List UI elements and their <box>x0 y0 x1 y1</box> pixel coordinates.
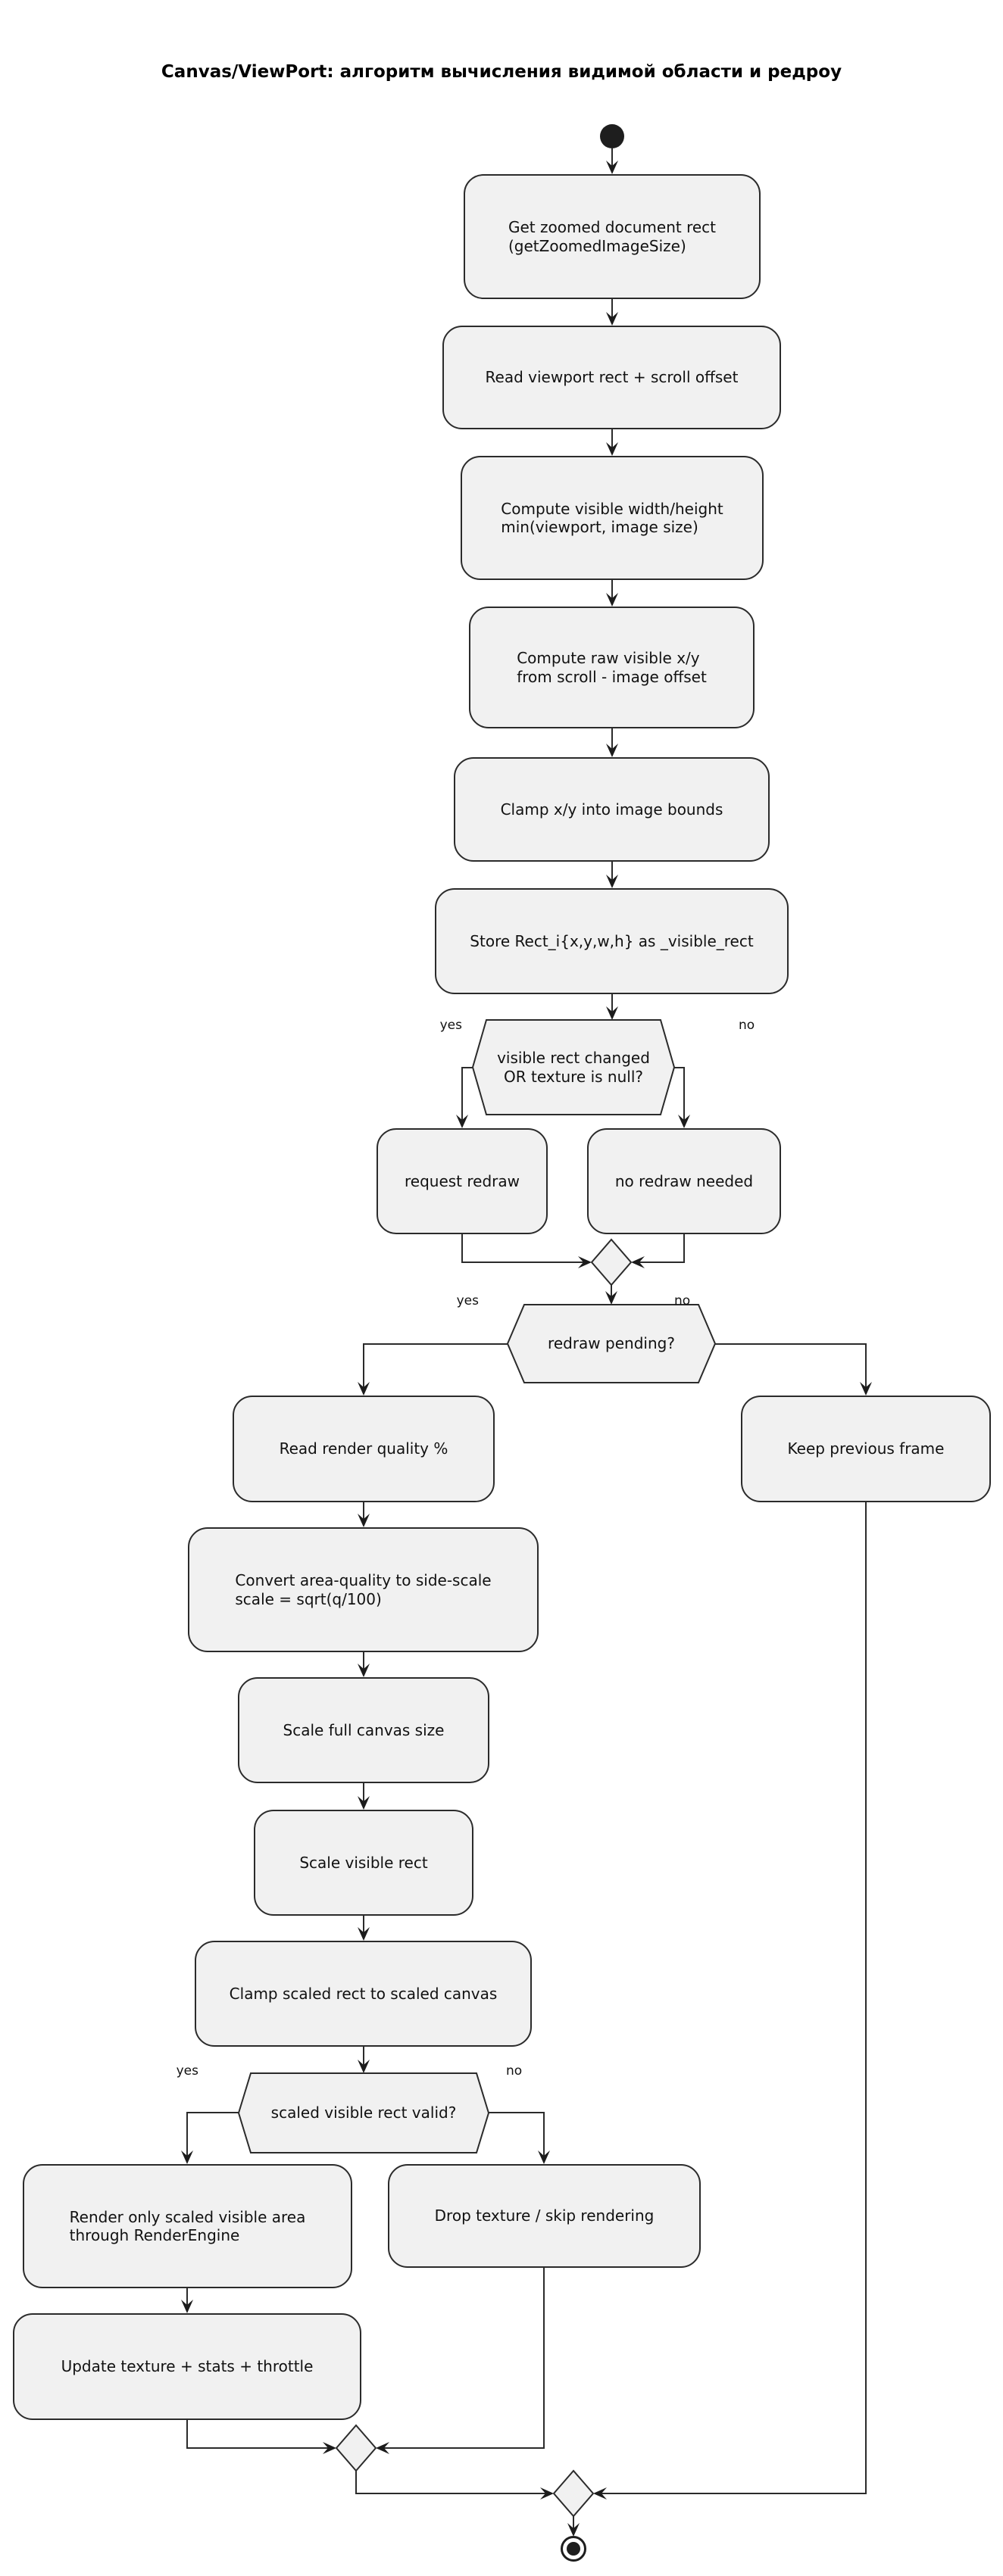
activity-no-redraw-label: no redraw needed <box>614 1171 754 1190</box>
decision-rect-changed-label: visible rect changed OR texture is null? <box>497 1049 650 1086</box>
activity-read-viewport: Read viewport rect + scroll offset <box>442 326 781 429</box>
activity-convert-quality-label: Convert area-quality to side-scale scale… <box>235 1571 492 1608</box>
activity-render-visible-label: Render only scaled visible area through … <box>69 2207 306 2244</box>
activity-compute-raw-xy: Compute raw visible x/y from scroll - im… <box>469 607 755 728</box>
branch-label-yes-rect-changed: yes <box>439 1018 462 1033</box>
activity-scale-visible: Scale visible rect <box>254 1810 473 1916</box>
activity-drop-texture-label: Drop texture / skip rendering <box>434 2206 655 2225</box>
decision-scaled-valid: scaled visible rect valid? <box>239 2073 489 2153</box>
activity-update-texture: Update texture + stats + throttle <box>13 2313 361 2420</box>
activity-clamp-scaled-label: Clamp scaled rect to scaled canvas <box>229 1984 498 2003</box>
activity-clamp-xy-label: Clamp x/y into image bounds <box>500 800 723 819</box>
activity-render-visible: Render only scaled visible area through … <box>23 2164 352 2288</box>
decision-rect-changed: visible rect changed OR texture is null? <box>473 1020 674 1115</box>
activity-convert-quality: Convert area-quality to side-scale scale… <box>188 1527 539 1652</box>
activity-get-zoomed-rect: Get zoomed document rect (getZoomedImage… <box>464 174 761 299</box>
activity-compute-visible-wh-label: Compute visible width/height min(viewpor… <box>501 499 723 536</box>
activity-compute-raw-xy-label: Compute raw visible x/y from scroll - im… <box>517 649 707 686</box>
activity-read-viewport-label: Read viewport rect + scroll offset <box>485 368 739 387</box>
decision-redraw-pending: redraw pending? <box>508 1305 715 1383</box>
start-node <box>600 124 624 148</box>
page-title: Canvas/ViewPort: алгоритм вычисления вид… <box>161 62 842 82</box>
activity-clamp-xy: Clamp x/y into image bounds <box>454 757 770 862</box>
branch-label-no-rect-changed: no <box>739 1018 755 1033</box>
activity-drop-texture: Drop texture / skip rendering <box>388 2164 701 2268</box>
merge-diamond-redraw <box>590 1238 633 1286</box>
activity-read-quality-label: Read render quality % <box>279 1439 448 1458</box>
decision-scaled-valid-label: scaled visible rect valid? <box>270 2104 457 2122</box>
activity-read-quality: Read render quality % <box>233 1396 495 1502</box>
branch-label-yes-redraw-pending: yes <box>456 1293 479 1308</box>
decision-redraw-pending-label: redraw pending? <box>548 1334 675 1353</box>
branch-label-yes-scaled-valid: yes <box>176 2063 198 2079</box>
activity-update-texture-label: Update texture + stats + throttle <box>61 2357 314 2376</box>
merge-diamond-render <box>335 2424 377 2472</box>
activity-scale-canvas: Scale full canvas size <box>238 1677 489 1783</box>
activity-scale-visible-label: Scale visible rect <box>299 1853 428 1872</box>
activity-scale-canvas-label: Scale full canvas size <box>283 1720 445 1739</box>
activity-compute-visible-wh: Compute visible width/height min(viewpor… <box>461 456 764 580</box>
activity-keep-frame-label: Keep previous frame <box>787 1439 945 1458</box>
merge-diamond-final <box>552 2469 595 2518</box>
activity-clamp-scaled: Clamp scaled rect to scaled canvas <box>195 1941 532 2047</box>
activity-keep-frame: Keep previous frame <box>741 1396 991 1502</box>
activity-request-redraw-label: request redraw <box>404 1171 520 1190</box>
activity-store-rect: Store Rect_i{x,y,w,h} as _visible_rect <box>435 888 789 994</box>
activity-store-rect-label: Store Rect_i{x,y,w,h} as _visible_rect <box>470 931 754 950</box>
branch-label-no-scaled-valid: no <box>506 2063 523 2079</box>
activity-get-zoomed-rect-label: Get zoomed document rect (getZoomedImage… <box>508 218 716 255</box>
branch-label-no-redraw-pending: no <box>674 1293 691 1308</box>
activity-request-redraw: request redraw <box>377 1128 548 1234</box>
activity-no-redraw: no redraw needed <box>587 1128 781 1234</box>
